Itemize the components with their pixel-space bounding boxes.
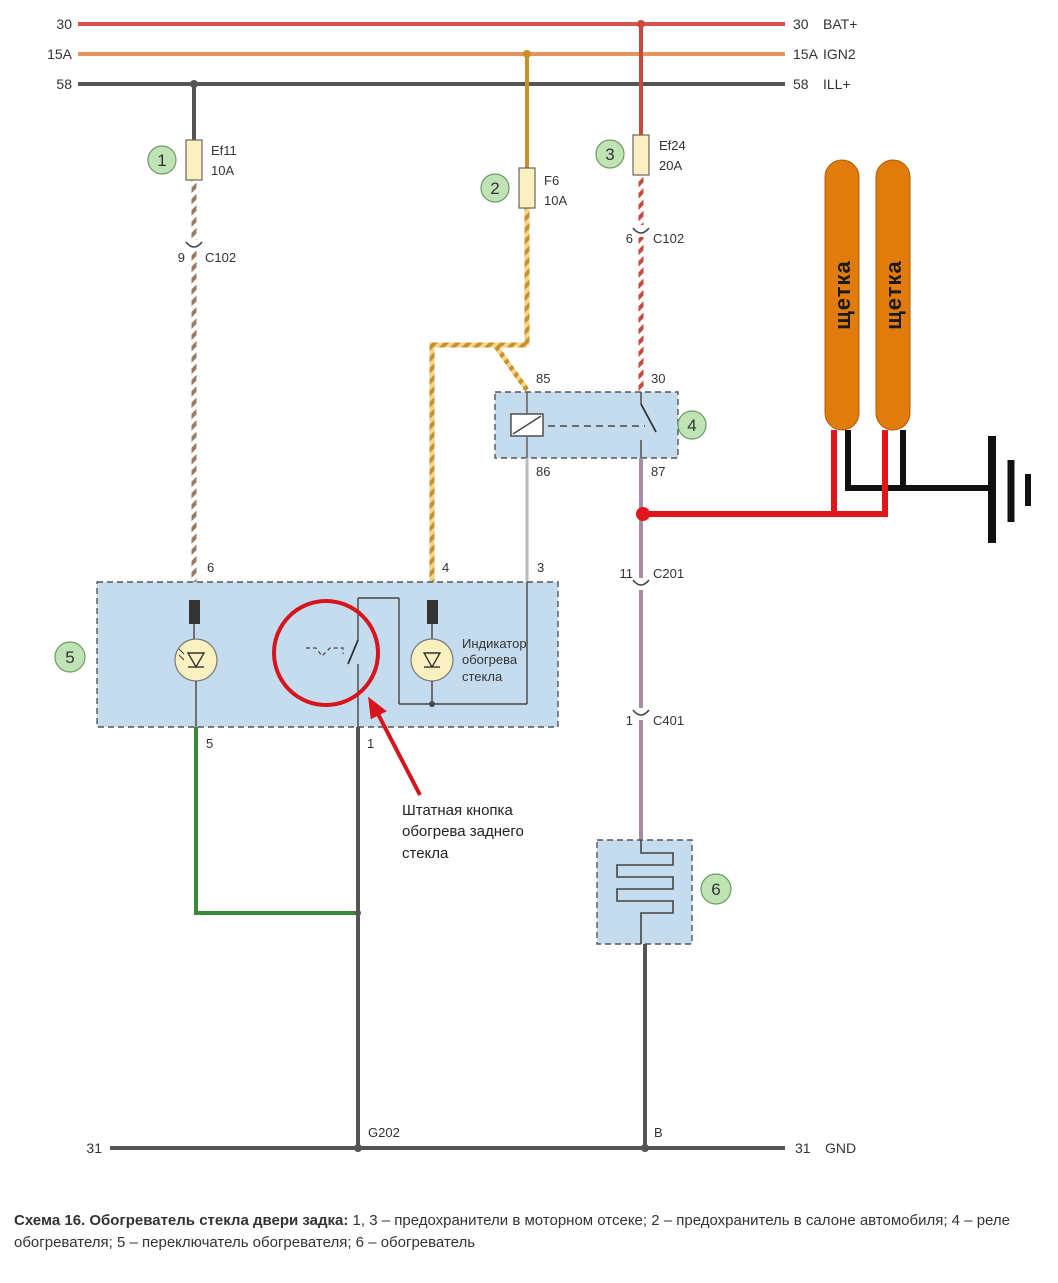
callout-line3: стекла xyxy=(402,845,449,862)
fuse-f6-number: 2 xyxy=(490,179,499,198)
fuse-ef24-rating: 20A xyxy=(659,158,682,173)
junction-b xyxy=(641,1144,649,1152)
wire-illumination xyxy=(185,84,203,582)
fuse-ef11: 1 Ef11 10A xyxy=(147,139,237,181)
callout-line1: Штатная кнопка xyxy=(402,802,513,819)
switch-pin-4: 4 xyxy=(442,560,449,575)
brush-2-label: щетка xyxy=(881,260,906,330)
wire-green-ground xyxy=(194,727,358,915)
connector-c2-name: C102 xyxy=(653,231,684,246)
relay-box: 4 85 86 30 87 xyxy=(494,371,707,479)
connector-c4-pin: 1 xyxy=(626,713,633,728)
switch-button-icon xyxy=(306,647,344,657)
heater-number-badge xyxy=(700,873,732,905)
fuse-f6-rating: 10A xyxy=(544,193,567,208)
rail-ign-right-label: 15A xyxy=(793,46,819,62)
fuse-ef24-number: 3 xyxy=(605,145,614,164)
brush-1-label: щетка xyxy=(830,260,855,330)
indicator-label-line3: стекла xyxy=(462,669,503,684)
indicator-connector xyxy=(427,600,438,624)
heater-number: 6 xyxy=(711,880,720,899)
rail-ign: 15A 15A IGN2 xyxy=(47,46,856,62)
relay-number-badge xyxy=(677,410,707,440)
fuse-ef11-name: Ef11 xyxy=(211,143,237,158)
connector-c1-name: C102 xyxy=(205,250,236,265)
switch-number-badge xyxy=(54,641,86,673)
rail-ill: 58 58 ILL+ xyxy=(56,76,850,92)
callout-arrow xyxy=(368,696,422,796)
heater-element-icon xyxy=(616,840,674,944)
rail-bat-right-label: 30 xyxy=(793,16,809,32)
switch-block: 5 Индикатор обогрева стекла 6 4 3 xyxy=(54,560,559,751)
connector-c3-pin: 11 xyxy=(620,566,634,581)
fuse-ef11-number-badge xyxy=(147,145,177,175)
rail-bat-name: BAT+ xyxy=(823,16,857,32)
fuse-ef24-number-badge xyxy=(595,139,625,169)
connector-c2-pin: 6 xyxy=(626,231,633,246)
rail-bat-left-label: 30 xyxy=(56,16,72,32)
rail-gnd: 31 31 GND xyxy=(86,1140,856,1156)
switch-pin-3: 3 xyxy=(537,560,544,575)
connector-c1-pin: 9 xyxy=(178,250,185,265)
brush-1: щетка xyxy=(824,159,860,431)
ground-b-label: B xyxy=(654,1125,663,1140)
rail-ill-left-label: 58 xyxy=(56,76,72,92)
rail-ill-right-label: 58 xyxy=(793,76,809,92)
illumination-connector xyxy=(189,600,200,624)
fuse-f6: 2 F6 10A xyxy=(480,167,567,209)
fuse-ef11-rating: 10A xyxy=(211,163,234,178)
fuse-ef24: 3 Ef24 20A xyxy=(595,134,686,176)
indicator-label-line1: Индикатор xyxy=(462,636,527,651)
added-wires xyxy=(636,430,995,521)
wire-ignition xyxy=(429,54,530,582)
chassis-ground-symbol xyxy=(988,436,1031,543)
illumination-lamp-icon xyxy=(174,638,218,682)
relay-contact xyxy=(640,403,657,433)
rail-gnd-name: GND xyxy=(825,1140,856,1156)
switch-pin-5: 5 xyxy=(206,736,213,751)
fuse-ef11-number: 1 xyxy=(157,151,166,170)
brush-2: щетка xyxy=(875,159,911,431)
connector-c3-name: C201 xyxy=(653,566,684,581)
fuse-ef24-name: Ef24 xyxy=(659,138,686,153)
heater-block: 6 xyxy=(596,839,732,945)
fuse-f6-number-badge xyxy=(480,173,510,203)
relay-number: 4 xyxy=(687,416,696,435)
ground-g202-label: G202 xyxy=(368,1125,400,1140)
fuse-f6-name: F6 xyxy=(544,173,559,188)
indicator-lamp-icon xyxy=(410,638,454,682)
wire-battery xyxy=(632,24,650,392)
rail-gnd-right-label: 31 xyxy=(795,1140,811,1156)
rail-ign-name: IGN2 xyxy=(823,46,856,62)
connector-c4-name: C401 xyxy=(653,713,684,728)
rail-gnd-left-label: 31 xyxy=(86,1140,102,1156)
rail-ill-name: ILL+ xyxy=(823,76,851,92)
caption-title: Схема 16. Обогреватель стекла двери задк… xyxy=(14,1212,349,1229)
switch-number: 5 xyxy=(65,648,74,667)
callout-line2: обогрева заднего xyxy=(402,823,524,840)
switch-highlight-circle xyxy=(272,599,380,707)
wiring-diagram: 30 30 BAT+ 15A 15A IGN2 58 58 ILL+ 31 31… xyxy=(47,16,1031,1156)
rail-ign-left-label: 15A xyxy=(47,46,73,62)
switch-pin-6: 6 xyxy=(207,560,214,575)
switch-pin-1: 1 xyxy=(367,736,374,751)
indicator-label-line2: обогрева xyxy=(462,652,518,667)
junction-g202 xyxy=(354,1144,362,1152)
caption-text: 1, 3 – предохранители в моторном отсеке;… xyxy=(14,1212,1010,1251)
relay-pin-86: 86 xyxy=(536,464,550,479)
junction-green xyxy=(355,910,361,916)
rail-bat: 30 30 BAT+ xyxy=(56,16,857,32)
switch-contact xyxy=(347,639,359,665)
relay-pin-30: 30 xyxy=(651,371,665,386)
added-junction xyxy=(636,507,650,521)
figure-caption: Схема 16. Обогреватель стекла двери задк… xyxy=(14,1210,1044,1254)
relay-pin-87: 87 xyxy=(651,464,665,479)
relay-pin-85: 85 xyxy=(536,371,550,386)
